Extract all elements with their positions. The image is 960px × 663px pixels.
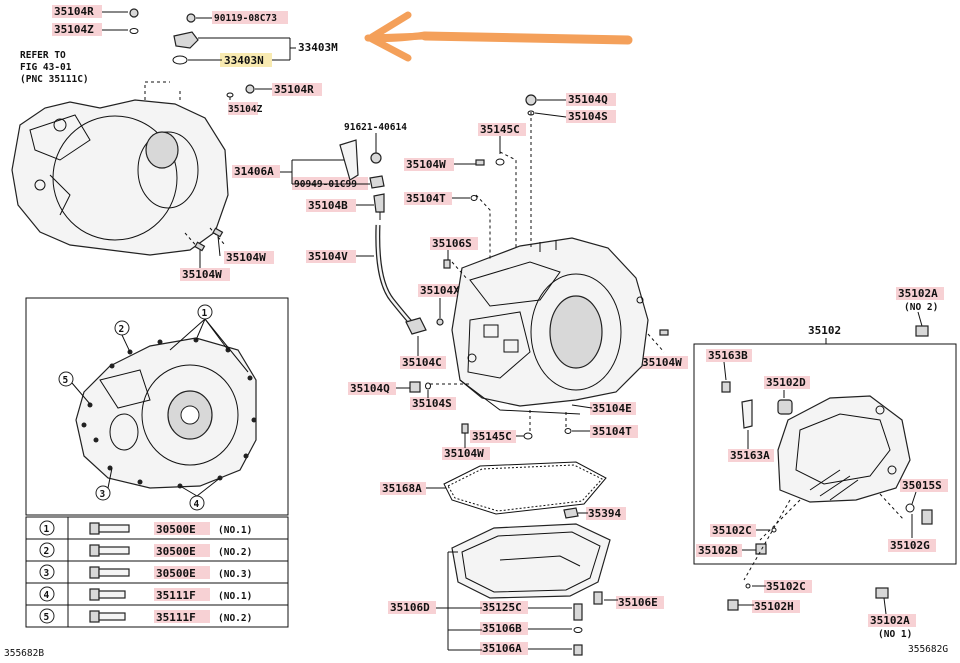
bolt-row-5-part: 35111F xyxy=(156,611,196,624)
figure-code-right: 355682G xyxy=(908,644,948,655)
orange-arrow-annotation xyxy=(364,11,633,62)
label-35104b: 35104B xyxy=(308,199,348,212)
label-35163b: 35163B xyxy=(708,349,748,362)
label-35104v: 35104V xyxy=(308,250,348,263)
center-sensor-assembly: 91621-40614 31406A 90949-01C99 35104B 35… xyxy=(234,122,460,369)
label-90119-08c73: 90119-08C73 xyxy=(214,13,277,24)
inset-callout-4: 4 xyxy=(194,499,200,510)
label-35102a-low: 35102A xyxy=(870,614,910,627)
reference-note-line2: FIG 43-01 xyxy=(20,62,72,73)
top-left-labels: 35104R 35104Z REFER TO FIG 43-01 (PNC 35… xyxy=(20,5,338,281)
inset-callout-5: 5 xyxy=(63,375,69,386)
label-35106e: 35106E xyxy=(618,596,658,609)
label-35104e: 35104E xyxy=(592,402,632,415)
label-35104z-top: 35104Z xyxy=(54,23,94,36)
label-35102d: 35102D xyxy=(766,376,806,389)
label-35104w-a: 35104W xyxy=(226,251,266,264)
label-35125c: 35125C xyxy=(482,601,522,614)
label-35015s: 35015S xyxy=(902,479,942,492)
extension-housing-panel: 35102 35102A (NO 2) 35163B 35102D 35163A… xyxy=(693,287,957,581)
label-35104w-b: 35104W xyxy=(182,268,222,281)
label-31406a: 31406A xyxy=(234,165,274,178)
transaxle-housing-drawing xyxy=(11,81,229,256)
label-35102: 35102 xyxy=(808,324,841,337)
label-35104s-top: 35104S xyxy=(568,110,608,123)
label-35394: 35394 xyxy=(588,507,621,520)
label-35163a: 35163A xyxy=(730,449,770,462)
inset-callout-3: 3 xyxy=(100,489,106,500)
bolt-row-1-note: (NO.1) xyxy=(218,525,252,536)
bolt-row-3-number: 3 xyxy=(44,568,50,579)
lower-right-labels: 35102C 35102H 35102A (NO 1) xyxy=(727,580,912,640)
label-35106s: 35106S xyxy=(432,237,472,250)
label-33403n: 33403N xyxy=(224,54,264,67)
bolt-row-2-number: 2 xyxy=(44,546,50,557)
label-35104w-e: 35104W xyxy=(444,447,484,460)
label-35102a-top-note: (NO 2) xyxy=(904,302,938,313)
label-35102a-low-note: (NO 1) xyxy=(878,629,912,640)
reference-note-line3: (PNC 35111C) xyxy=(20,74,89,85)
bolt-location-inset: 1 2 5 3 4 xyxy=(25,297,289,516)
label-35102h: 35102H xyxy=(754,600,794,613)
inset-callout-2: 2 xyxy=(119,324,125,335)
bolt-row-4-number: 4 xyxy=(44,590,50,601)
label-35104t-top: 35104T xyxy=(406,192,446,205)
oil-pan-assembly: 35168A 35394 35106E 35106D 35125C 35106B… xyxy=(382,461,658,656)
label-35102c-a: 35102C xyxy=(712,524,752,537)
bolt-row-5-note: (NO.2) xyxy=(218,613,252,624)
bolt-row-4-note: (NO.1) xyxy=(218,591,252,602)
transmission-case-drawing xyxy=(430,112,665,434)
bolt-table: 1 30500E (NO.1) 2 30500E (NO.2) 3 30500E… xyxy=(25,516,289,628)
label-35106a: 35106A xyxy=(482,642,522,655)
figure-code-left: 355682B xyxy=(4,648,44,659)
bolt-row-2-part: 30500E xyxy=(156,545,196,558)
label-91621-40614: 91621-40614 xyxy=(344,122,407,133)
label-35104w-d: 35104W xyxy=(642,356,682,369)
label-35104c: 35104C xyxy=(402,356,442,369)
bolt-row-3-note: (NO.3) xyxy=(218,569,252,580)
center-labels: 35104Q 35104S 35145C 35104W 35104T 35106… xyxy=(350,93,682,460)
bolt-row-2-note: (NO.2) xyxy=(218,547,252,558)
bolt-row-1-number: 1 xyxy=(44,524,50,535)
bolt-table-row-1: 1 30500E (NO.1) xyxy=(39,520,252,536)
bolt-row-4-part: 35111F xyxy=(156,589,196,602)
label-35145c-low: 35145C xyxy=(472,430,512,443)
label-90949-01c99: 90949-01C99 xyxy=(294,179,357,190)
label-35106d: 35106D xyxy=(390,601,430,614)
label-35104w-c: 35104W xyxy=(406,158,446,171)
label-35106b: 35106B xyxy=(482,622,522,635)
label-35102b: 35102B xyxy=(698,544,738,557)
label-35145c-top: 35145C xyxy=(480,123,520,136)
bolt-table-row-4: 4 35111F (NO.1) xyxy=(39,586,252,602)
label-35102a-top: 35102A xyxy=(898,287,938,300)
bolt-row-5-number: 5 xyxy=(44,612,50,623)
label-35104s-low: 35104S xyxy=(412,397,452,410)
label-35104x: 35104X xyxy=(420,284,460,297)
label-35104z-mid: 35104Z xyxy=(228,104,263,115)
label-35104q-low: 35104Q xyxy=(350,382,390,395)
label-35104t-low: 35104T xyxy=(592,425,632,438)
label-35104q-top: 35104Q xyxy=(568,93,608,106)
bolt-table-row-3: 3 30500E (NO.3) xyxy=(39,564,252,580)
label-35104r-top: 35104R xyxy=(54,5,94,18)
bolt-table-row-2: 2 30500E (NO.2) xyxy=(39,542,252,558)
label-33403m: 33403M xyxy=(298,41,338,54)
inset-callout-1: 1 xyxy=(202,308,208,319)
bolt-table-row-5: 5 35111F (NO.2) xyxy=(39,608,252,624)
label-35168a: 35168A xyxy=(382,482,422,495)
label-35104r-mid: 35104R xyxy=(274,83,314,96)
bolt-row-3-part: 30500E xyxy=(156,567,196,580)
bolt-row-1-part: 30500E xyxy=(156,523,196,536)
label-35102g: 35102G xyxy=(890,539,930,552)
label-highlights xyxy=(52,5,948,655)
reference-note-line1: REFER TO xyxy=(20,50,66,61)
label-35102c-b: 35102C xyxy=(766,580,806,593)
